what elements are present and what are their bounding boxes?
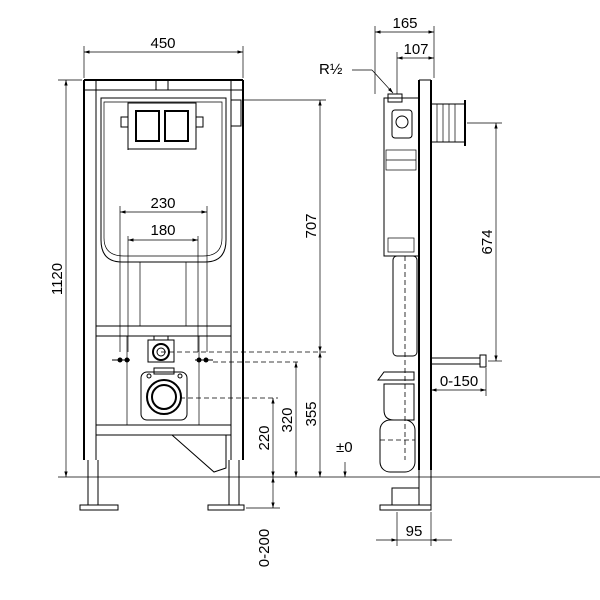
dim-674: 674: [467, 122, 502, 362]
frame-outline: [83, 79, 244, 460]
supply-connector: [147, 335, 175, 363]
dim-230-label: 230: [150, 195, 175, 212]
dim-0-200: 0-200: [246, 477, 280, 567]
dim-707: 707: [244, 99, 326, 352]
dim-180-label: 180: [150, 222, 175, 239]
dim-674-label: 674: [479, 229, 496, 254]
dim-450: 450: [83, 35, 244, 78]
dim-107: 107: [396, 41, 434, 94]
side-downpipe: [392, 255, 418, 460]
dim-1120-label: 1120: [49, 263, 66, 295]
dim-355: 355: [303, 352, 322, 477]
dim-95: 95: [376, 512, 452, 546]
mounting-studs: [112, 336, 213, 425]
support-wedge: [170, 434, 227, 473]
dim-0-150-label: 0-150: [440, 373, 478, 390]
dim-1120: 1120: [49, 79, 82, 477]
dim-320-label: 320: [279, 407, 296, 432]
dim-230: 230: [119, 195, 208, 352]
dim-165: 165: [374, 15, 435, 94]
dim-707-label: 707: [303, 213, 320, 238]
dim-450-label: 450: [150, 35, 175, 52]
dim-0-200-label: 0-200: [256, 529, 273, 567]
side-cistern: [383, 93, 420, 257]
side-frame: [379, 79, 432, 511]
dim-95-label: 95: [406, 523, 423, 540]
floor-mark: ±0: [336, 439, 353, 477]
dim-165-label: 165: [392, 15, 417, 32]
side-flush-plate: [430, 100, 466, 146]
dim-180: 180: [127, 222, 199, 352]
dim-220-label: 220: [256, 425, 273, 450]
dim-355-label: 355: [303, 401, 320, 426]
flush-plate: [120, 102, 204, 150]
frame-feet: [79, 460, 245, 511]
side-supply-pipe: [431, 354, 487, 368]
dim-0-150: 0-150: [430, 366, 487, 396]
drain-connector: [140, 367, 188, 421]
dim-107-label: 107: [403, 41, 428, 58]
side-view: ±0 165 107 R½ 674: [319, 15, 502, 546]
dim-320: 320: [279, 362, 298, 477]
side-drain-bend: [377, 371, 416, 473]
thread-callout-label: R½: [319, 61, 343, 78]
floor-mark-label: ±0: [336, 439, 353, 456]
thread-callout: R½: [319, 61, 394, 94]
front-view: 450 1120 230 180 707: [49, 35, 600, 567]
dim-220: 220: [256, 398, 275, 477]
cistern: [100, 97, 227, 326]
